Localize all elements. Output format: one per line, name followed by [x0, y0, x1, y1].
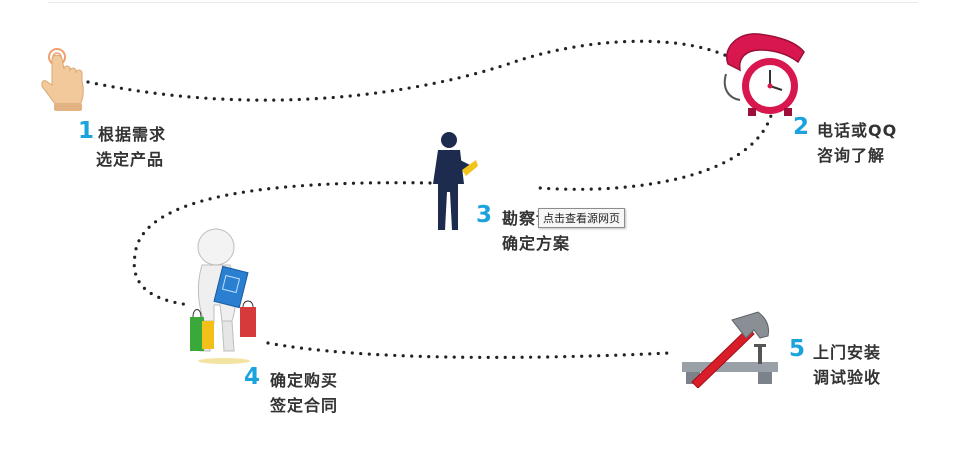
step-label-line2: 选定产品 — [96, 150, 165, 169]
step-label-line1: 根据需求 — [98, 125, 167, 144]
businessman-icon — [433, 132, 478, 230]
hand-pointer-icon — [41, 48, 84, 111]
step-label-line2: 咨询了解 — [817, 146, 886, 165]
step-number: 3 — [476, 202, 493, 228]
step-number: 1 — [78, 118, 95, 144]
step-label-line2: 签定合同 — [270, 396, 339, 415]
step-label-line2: 调试验收 — [813, 368, 882, 387]
step-number: 4 — [244, 364, 261, 390]
step-label-line1: 电话或QQ — [817, 121, 898, 140]
top-divider — [48, 2, 918, 3]
step-label-line2: 确定方案 — [502, 234, 571, 253]
step-number: 5 — [789, 336, 806, 362]
shopper-icon — [190, 228, 256, 364]
step-label-line1: 确定购买 — [270, 371, 339, 390]
tooltip: 点击查看源网页 — [538, 208, 625, 228]
phone-clock-icon — [723, 33, 805, 116]
hammer-nail-icon — [682, 311, 778, 388]
step-number: 2 — [793, 114, 810, 140]
step-label-line1: 上门安装 — [813, 343, 882, 362]
